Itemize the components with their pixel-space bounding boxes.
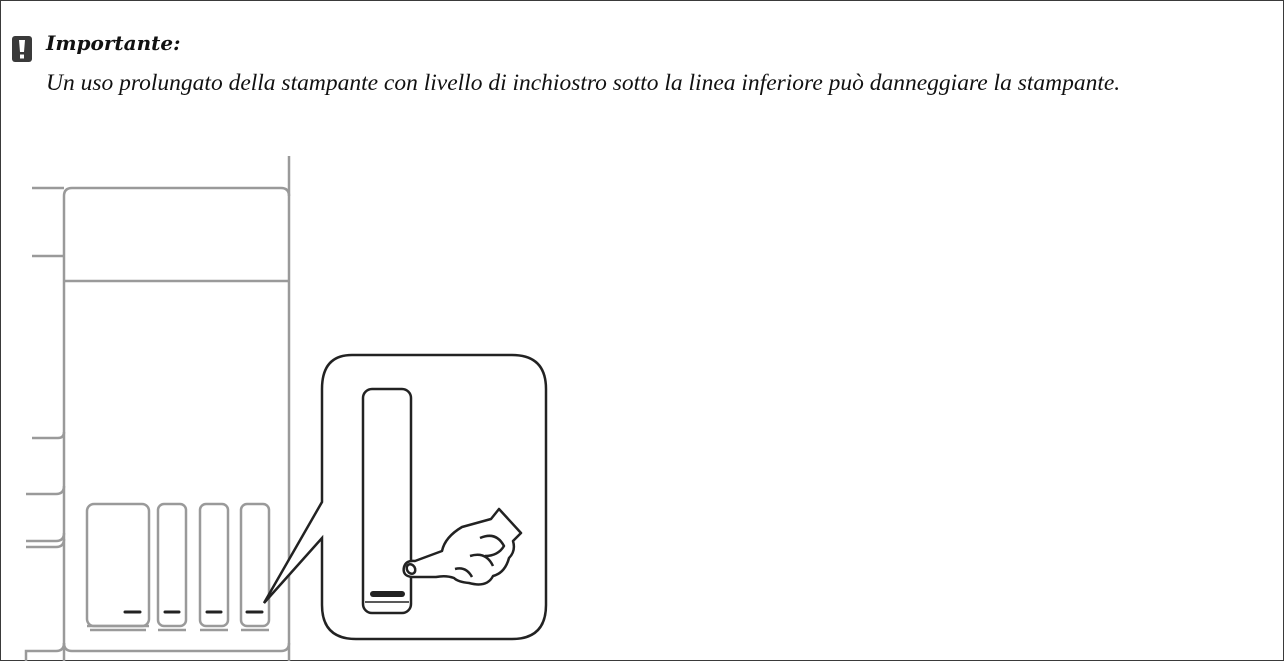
zoomed-tank — [361, 387, 413, 615]
ink-tank-drawing — [24, 156, 548, 661]
exclamation-icon — [12, 36, 32, 62]
ink-tank-4 — [239, 502, 271, 632]
ink-tank-illustration — [0, 150, 560, 661]
notice-title: Importante: — [46, 31, 181, 55]
notice-message: Un uso prolungato della stampante con li… — [46, 70, 1121, 96]
ink-tank-2 — [156, 502, 188, 632]
ink-tank-1 — [85, 502, 151, 632]
pointing-hand-icon — [402, 507, 523, 586]
printer-body-outline — [62, 186, 291, 661]
ink-tank-3 — [198, 502, 230, 632]
zoom-callout — [262, 353, 548, 641]
